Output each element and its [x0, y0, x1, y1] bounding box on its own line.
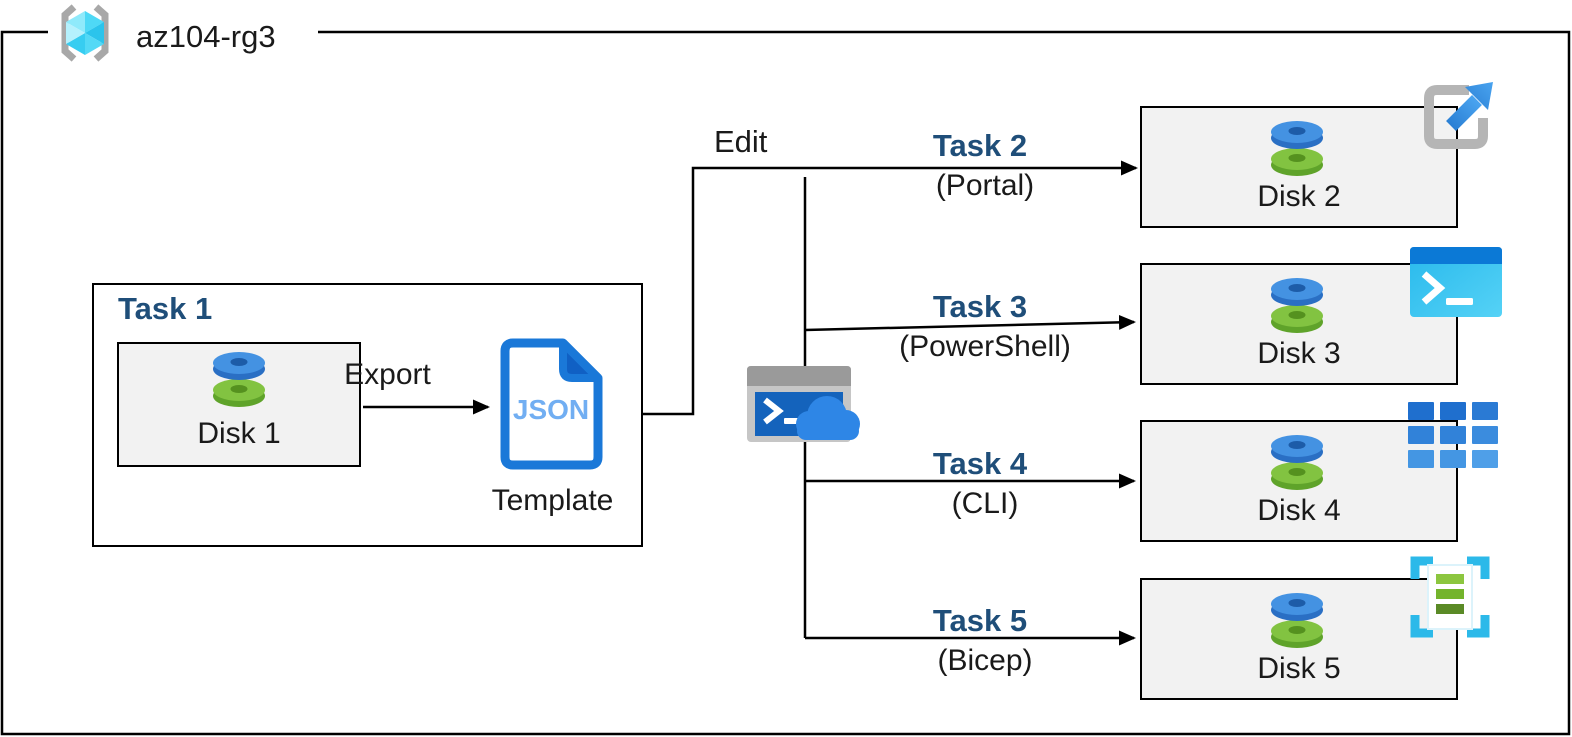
json-document-icon: JSON	[500, 338, 603, 470]
disk2-label: Disk 2	[1257, 180, 1341, 213]
disk4-label: Disk 4	[1257, 494, 1341, 527]
task5-method: (Bicep)	[937, 644, 1033, 677]
portal-icon	[1424, 82, 1493, 149]
task1-label: Task 1	[118, 291, 213, 326]
disk1-icon	[213, 352, 265, 407]
task3-label: Task 3	[932, 289, 1028, 324]
task2-method: (Portal)	[935, 169, 1035, 202]
bicep-icon	[1410, 556, 1490, 638]
disk5-label: Disk 5	[1257, 652, 1341, 685]
task5-label: Task 5	[932, 603, 1028, 638]
disk1-label: Disk 1	[197, 417, 281, 450]
export-label: Export	[344, 358, 431, 391]
task4-label: Task 4	[932, 446, 1028, 481]
task4-method: (CLI)	[951, 487, 1019, 520]
diagram-title: az104-rg3	[136, 19, 276, 54]
disk3-icon	[1271, 278, 1323, 333]
resource-group-icon	[61, 4, 109, 62]
cloud-shell-icon	[747, 366, 860, 442]
powershell-icon	[1410, 247, 1502, 317]
disk2-icon	[1271, 121, 1323, 176]
json-doc-label: JSON	[513, 394, 589, 425]
disk4-icon	[1271, 435, 1323, 490]
edit-label: Edit	[714, 124, 768, 159]
cli-icon	[1408, 402, 1498, 468]
task3-method: (PowerShell)	[899, 330, 1071, 363]
disk5-icon	[1271, 593, 1323, 648]
template-label: Template	[491, 484, 614, 517]
task2-label: Task 2	[932, 128, 1028, 163]
disk3-label: Disk 3	[1257, 337, 1341, 370]
